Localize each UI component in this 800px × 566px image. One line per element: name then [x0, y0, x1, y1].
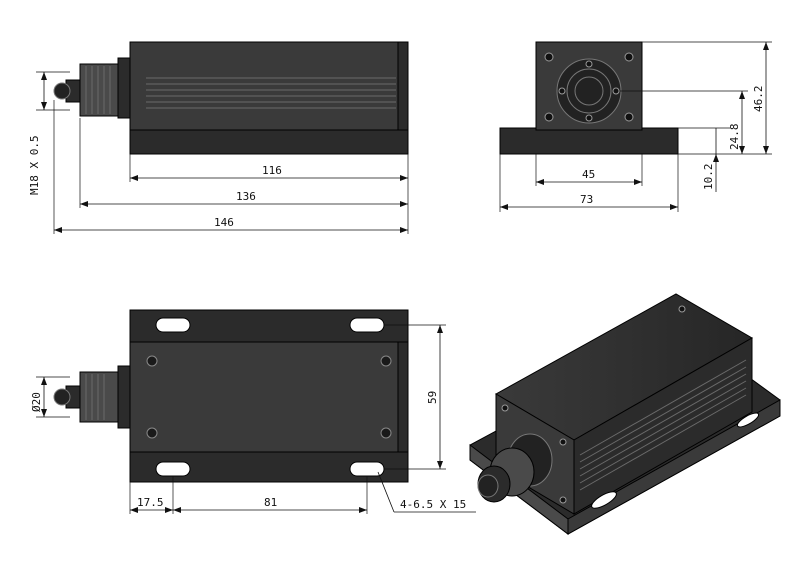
- top-screw-icon: [146, 427, 158, 439]
- iso-screw-icon: [559, 496, 567, 504]
- iso-slot: [736, 412, 760, 428]
- front-ring-screw-icon: [585, 60, 593, 68]
- side-view-dimensions: M18 X 0.5 116 136 146: [28, 71, 409, 234]
- top-slot: [349, 317, 385, 333]
- iso-slot: [591, 491, 617, 509]
- side-knurl: [85, 66, 111, 114]
- side-housing: [129, 41, 409, 131]
- front-screw-icon: [624, 112, 634, 122]
- front-ring-screw-icon: [585, 114, 593, 122]
- top-slot: [155, 461, 191, 477]
- dim-81-label: 81: [264, 496, 277, 509]
- dim-116-label: 116: [262, 164, 282, 177]
- front-lens-icon: [574, 76, 604, 106]
- side-base-plate: [129, 127, 409, 155]
- dim-17-5-label: 17.5: [137, 496, 164, 509]
- top-end-cap: [397, 341, 409, 453]
- top-housing: [129, 341, 399, 453]
- dim-73-label: 73: [580, 193, 593, 206]
- thread-spec-label: M18 X 0.5: [28, 135, 41, 195]
- side-view: [53, 41, 409, 155]
- side-cooling-ribs: [146, 77, 396, 109]
- side-end-cap: [397, 41, 409, 131]
- diameter-label: Ø20: [30, 392, 43, 412]
- front-screw-icon: [544, 52, 554, 62]
- top-knurl: [85, 374, 105, 420]
- slot-spec-label: 4-6.5 X 15: [400, 498, 466, 511]
- dim-136-label: 136: [236, 190, 256, 203]
- top-lens-icon: [53, 388, 71, 406]
- iso-cooling-ribs: [579, 359, 747, 491]
- front-screw-icon: [544, 112, 554, 122]
- top-view-dimensions: Ø20 59 17.5 81 4-6.5 X 15: [30, 324, 476, 514]
- front-view-dimensions: 45 73 10.2 24.8 46.2: [499, 41, 772, 212]
- iso-lens-icon: [477, 474, 499, 498]
- top-view: [53, 309, 409, 483]
- dim-146-label: 146: [214, 216, 234, 229]
- dim-24-8-label: 24.8: [728, 124, 741, 151]
- iso-screw-icon: [559, 438, 567, 446]
- isometric-view: [469, 293, 781, 536]
- top-slot: [155, 317, 191, 333]
- side-flange: [117, 57, 131, 119]
- top-screw-icon: [380, 355, 392, 367]
- side-lens-icon: [53, 82, 71, 100]
- dim-59-label: 59: [426, 391, 439, 404]
- top-screw-icon: [146, 355, 158, 367]
- dim-10-2-label: 10.2: [702, 164, 715, 191]
- front-view: [499, 41, 679, 155]
- dim-45-label: 45: [582, 168, 595, 181]
- front-screw-icon: [624, 52, 634, 62]
- top-flange: [117, 365, 131, 429]
- top-screw-icon: [380, 427, 392, 439]
- iso-screw-icon: [678, 305, 686, 313]
- iso-screw-icon: [501, 404, 509, 412]
- iso-base-side: [567, 399, 781, 535]
- front-base-plate: [499, 127, 679, 155]
- dim-46-2-label: 46.2: [752, 86, 765, 113]
- front-ring-screw-icon: [558, 87, 566, 95]
- front-ring-screw-icon: [612, 87, 620, 95]
